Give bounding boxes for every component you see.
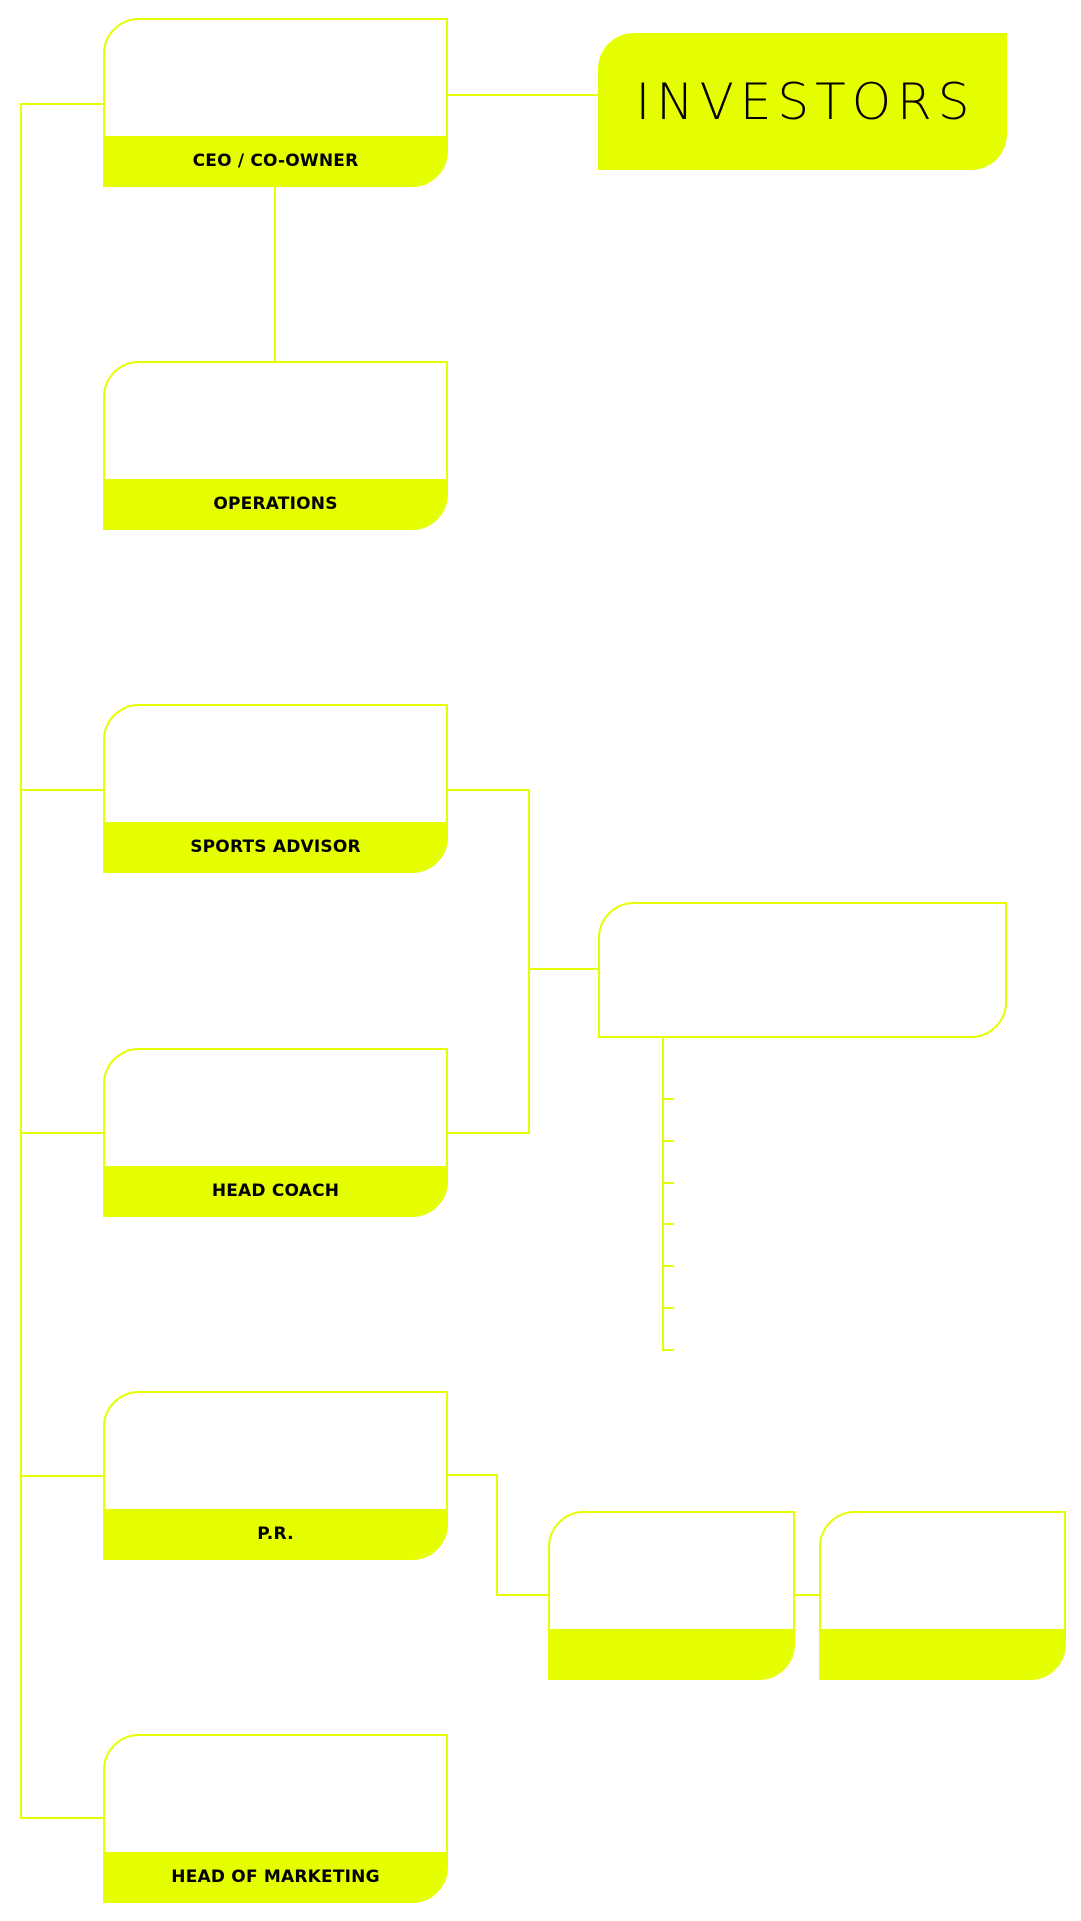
node-ceo-label: CEO / CO-OWNER xyxy=(105,136,446,185)
node-pr-sub-2[interactable] xyxy=(819,1511,1066,1680)
node-sports-advisor-label: SPORTS ADVISOR xyxy=(105,822,446,871)
node-sports-advisor[interactable]: SPORTS ADVISOR xyxy=(103,704,448,873)
connector-sub1-to-sub2 xyxy=(793,1594,820,1596)
node-operations[interactable]: OPERATIONS xyxy=(103,361,448,530)
node-head-coach-label: HEAD COACH xyxy=(105,1166,446,1215)
node-pr-label: P.R. xyxy=(105,1509,446,1558)
connector-bracket-vertical xyxy=(528,789,530,1134)
connector-ceo-operations xyxy=(274,186,276,362)
connector-bracket-to-group xyxy=(528,968,599,970)
group-list-tick xyxy=(663,1098,674,1100)
connector-pr-vertical xyxy=(496,1474,498,1596)
node-operations-label: OPERATIONS xyxy=(105,479,446,528)
connector-pr-right xyxy=(446,1474,498,1476)
group-list-tick xyxy=(663,1223,674,1225)
investors-box[interactable]: INVESTORS xyxy=(598,33,1007,170)
node-pr-sub-2-label xyxy=(821,1629,1064,1678)
connector-pr-to-sub1 xyxy=(496,1594,549,1596)
node-pr[interactable]: P.R. xyxy=(103,1391,448,1560)
node-ceo[interactable]: CEO / CO-OWNER xyxy=(103,18,448,187)
connector-spine-marketing xyxy=(20,1817,104,1819)
connector-ceo-investors xyxy=(446,94,599,96)
connector-sports-advisor-right xyxy=(446,789,530,791)
group-list-tick xyxy=(663,1140,674,1142)
group-list-tick xyxy=(663,1265,674,1267)
group-list-vertical xyxy=(662,1036,664,1351)
group-list-tick xyxy=(663,1182,674,1184)
investors-label: INVESTORS xyxy=(635,72,976,131)
connector-spine-pr xyxy=(20,1475,104,1477)
group-list-tick xyxy=(663,1307,674,1309)
node-pr-sub-1[interactable] xyxy=(548,1511,795,1680)
connector-spine-head-coach xyxy=(20,1132,104,1134)
node-head-of-marketing-label: HEAD OF MARKETING xyxy=(105,1852,446,1901)
connector-spine-sports-advisor xyxy=(20,789,104,791)
left-spine-connector xyxy=(20,103,22,1819)
node-head-coach[interactable]: HEAD COACH xyxy=(103,1048,448,1217)
node-pr-sub-1-label xyxy=(550,1629,793,1678)
group-box[interactable] xyxy=(598,902,1007,1038)
connector-spine-ceo xyxy=(20,103,104,105)
node-head-of-marketing[interactable]: HEAD OF MARKETING xyxy=(103,1734,448,1903)
connector-head-coach-right xyxy=(446,1132,530,1134)
group-list-tick xyxy=(663,1349,674,1351)
